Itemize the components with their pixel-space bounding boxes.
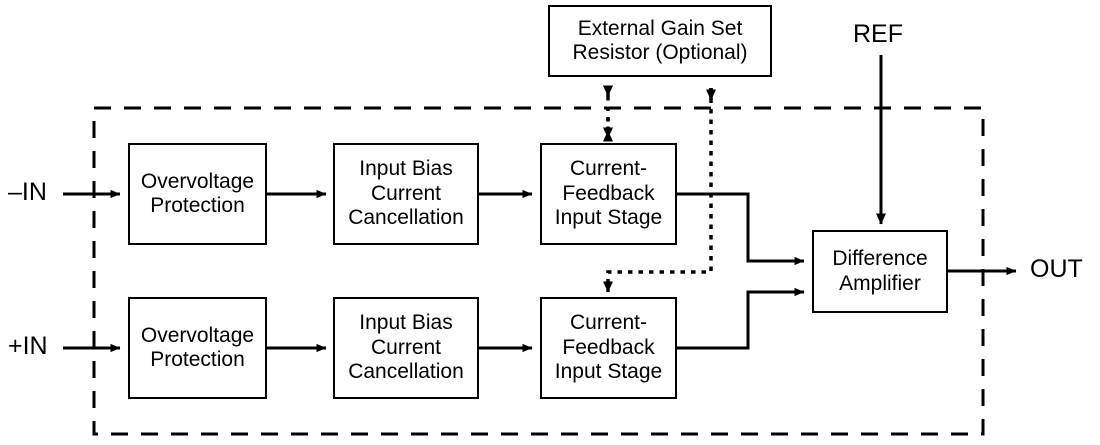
port-label-minus-in: –IN (8, 178, 47, 206)
port-label-out: OUT (1030, 255, 1083, 283)
ovp-top-line1: Overvoltage (140, 169, 255, 193)
wire-cfis-top-to-diffamp (677, 192, 805, 266)
diff-amp-line2: Amplifier (839, 271, 921, 295)
cfis-top-line1: Current- (569, 157, 648, 181)
dotted-gain-to-cfis-bottom (603, 88, 713, 293)
block-input-bias-current-cancellation-bottom[interactable]: Input Bias Current Cancellation (333, 297, 479, 399)
cfis-top-line3: Input Stage (554, 206, 663, 230)
block-current-feedback-input-stage-top[interactable]: Current- Feedback Input Stage (540, 143, 677, 245)
external-gain-line1: External Gain Set (577, 16, 743, 40)
block-difference-amplifier[interactable]: Difference Amplifier (812, 230, 948, 313)
external-gain-line2: Resistor (Optional) (572, 41, 748, 64)
block-input-bias-current-cancellation-top[interactable]: Input Bias Current Cancellation (333, 143, 479, 245)
cfis-bottom-line3: Input Stage (554, 360, 663, 384)
wire-cfis-bottom-to-diffamp (677, 287, 805, 350)
block-overvoltage-protection-top[interactable]: Overvoltage Protection (128, 143, 267, 245)
block-overvoltage-protection-bottom[interactable]: Overvoltage Protection (128, 297, 267, 399)
block-external-gain-set-resistor[interactable]: External Gain Set Resistor (Optional) (548, 5, 772, 77)
port-label-ref: REF (853, 20, 903, 48)
ibc-bottom-line3: Cancellation (348, 360, 464, 384)
ibc-bottom-line2: Current (370, 335, 442, 359)
ibc-top-line3: Cancellation (348, 206, 464, 230)
cfis-top-line2: Feedback (562, 181, 655, 205)
ibc-bottom-line1: Input Bias (359, 311, 453, 335)
port-label-plus-in: +IN (8, 332, 48, 360)
ibc-top-line1: Input Bias (359, 157, 453, 181)
ovp-top-line2: Protection (150, 194, 245, 217)
cfis-bottom-line2: Feedback (562, 335, 655, 359)
ibc-top-line2: Current (370, 181, 442, 205)
diff-amp-line1: Difference (832, 247, 928, 271)
block-current-feedback-input-stage-bottom[interactable]: Current- Feedback Input Stage (540, 297, 677, 399)
ovp-bottom-line2: Protection (150, 348, 245, 371)
cfis-bottom-line1: Current- (569, 311, 648, 335)
ovp-bottom-line1: Overvoltage (140, 323, 255, 347)
